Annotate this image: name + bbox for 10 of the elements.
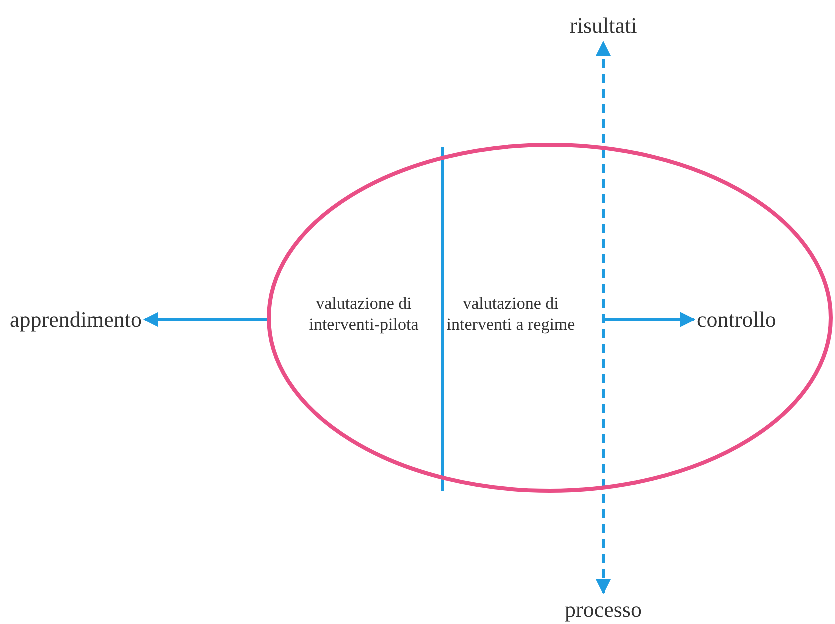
arrow bbox=[143, 312, 267, 328]
region-label: valutazione di interventi a regime bbox=[445, 293, 577, 336]
axis-label: controllo bbox=[697, 306, 776, 334]
arrow bbox=[596, 41, 611, 594]
axis-label: apprendimento bbox=[10, 306, 142, 334]
axis-label: processo bbox=[565, 596, 642, 624]
region-label: valutazione di interventi-pilota bbox=[294, 293, 434, 336]
ellipse-region bbox=[267, 143, 833, 493]
axis-label: risultati bbox=[570, 12, 638, 40]
arrow bbox=[603, 312, 696, 328]
